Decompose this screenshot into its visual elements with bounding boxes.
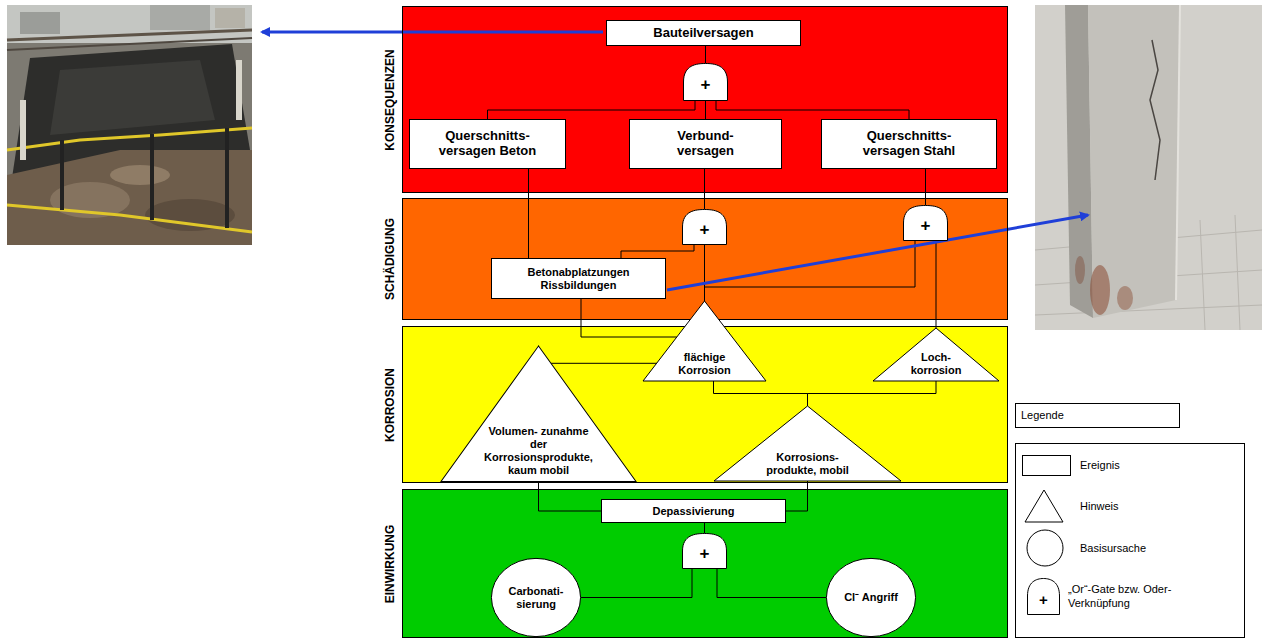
basic-cause-circle: Cl⁻ Angriff	[826, 558, 916, 637]
connector-line	[704, 169, 705, 209]
or-gate-shape	[683, 210, 727, 245]
connector-line	[621, 245, 694, 258]
legend-label: Hinweis	[1080, 499, 1119, 513]
photo-pointer	[262, 31, 603, 34]
or-gate-shape	[684, 63, 728, 100]
event-box: Querschnitts- versagen Stahl	[821, 119, 997, 169]
gate-symbol: +	[700, 221, 710, 238]
triangle-shape	[873, 328, 999, 381]
event-box: Bauteilversagen	[606, 20, 801, 46]
legend-panel	[1016, 444, 1245, 638]
connector-line	[539, 481, 602, 511]
legend-entry: Hinweis	[1080, 499, 1119, 513]
gate-symbol: +	[701, 76, 711, 93]
band-label: SCHÄDIGUNG	[383, 218, 397, 300]
legend-entry: Ereignis	[1080, 458, 1120, 472]
event-label: Verbund- versagen	[650, 129, 762, 159]
hint-triangle: flächige Korrosion	[643, 301, 766, 381]
legend-label: Ereignis	[1080, 458, 1120, 472]
band-label-holder: KORROSION	[380, 327, 400, 482]
category-band: KORROSIONflächige KorrosionLoch- korrosi…	[402, 326, 1008, 483]
connector-line	[925, 169, 926, 205]
or-gate-shape	[683, 534, 727, 569]
collapse-photo	[7, 5, 252, 245]
connector-line	[808, 381, 937, 406]
hint-label: flächige Korrosion	[665, 351, 745, 377]
cause-label: Carbonati- sierung	[500, 585, 572, 611]
or-gate-shape	[904, 206, 948, 241]
gate-symbol: +	[700, 545, 710, 562]
hint-triangle: Loch- korrosion	[873, 328, 999, 381]
legend-entry: Basisursache	[1080, 541, 1146, 555]
band-label-holder: SCHÄDIGUNG	[380, 199, 400, 319]
label-holder: +	[1039, 592, 1048, 607]
circle-shape	[826, 558, 915, 636]
connector-line	[528, 169, 529, 258]
connector-line	[705, 46, 706, 63]
category-band: EINWIRKUNGDepassivierung+Carbonati- sier…	[402, 489, 1008, 638]
event-label: Querschnitts- versagen Stahl	[853, 129, 965, 159]
legend-entry: „Or“-Gate bzw. Oder-Verknüpfung	[1068, 582, 1172, 610]
event-label: Betonabplatzungen Rissbildungen	[504, 266, 654, 291]
event-label: Legende	[1021, 409, 1064, 422]
gate-symbol: +	[921, 217, 931, 234]
gate-symbol-sample: +	[1039, 592, 1048, 607]
connector-line	[717, 569, 826, 598]
band-label-holder: EINWIRKUNG	[380, 490, 400, 637]
basic-cause-circle: Carbonati- sierung	[491, 558, 581, 637]
connector-line	[936, 241, 937, 328]
event-label: Depassivierung	[653, 505, 735, 518]
legend-label: Basisursache	[1080, 541, 1146, 555]
band-label: KORROSION	[383, 367, 397, 441]
connector-line	[716, 101, 909, 119]
connector-line	[705, 101, 706, 119]
band-label: EINWIRKUNG	[383, 524, 397, 603]
event-box: Betonabplatzungen Rissbildungen	[491, 258, 666, 299]
hint-label: Korrosions- produkte, mobil	[760, 451, 855, 477]
column-photo	[1035, 5, 1262, 330]
connector-line	[581, 299, 677, 337]
triangle-shape	[714, 406, 901, 481]
event-label: Querschnitts- versagen Beton	[432, 129, 544, 159]
event-label: Bauteilversagen	[653, 26, 753, 41]
hint-triangle: Korrosions- produkte, mobil	[714, 406, 901, 481]
connector-line	[704, 523, 705, 533]
event-box: Verbund- versagen	[629, 119, 782, 169]
or-gate: +	[682, 209, 727, 245]
legend-label: „Or“-Gate bzw. Oder-Verknüpfung	[1068, 582, 1172, 610]
event-box: Querschnitts- versagen Beton	[409, 119, 566, 169]
circle-shape	[491, 558, 580, 636]
band-label-holder: KONSEQUENZEN	[380, 7, 400, 192]
connector-line	[488, 101, 696, 119]
event-box: Legende	[1015, 403, 1180, 428]
or-gate: +	[682, 533, 727, 569]
triangle-shape	[441, 346, 636, 481]
category-band: KONSEQUENZENBauteilversagen+Querschnitts…	[402, 6, 1008, 193]
connector-line	[581, 569, 692, 598]
band-label: KONSEQUENZEN	[383, 49, 397, 150]
or-gate: +	[683, 63, 728, 101]
photo-pointer	[667, 215, 1088, 290]
connector-line	[714, 381, 808, 406]
triangle-shape	[643, 301, 766, 381]
event-box: Depassivierung	[601, 499, 786, 523]
cause-label: Cl⁻ Angriff	[835, 591, 907, 604]
or-gate: +	[903, 205, 948, 241]
hint-label: Loch- korrosion	[901, 351, 971, 377]
connector-line	[786, 481, 808, 511]
hint-label: Volumen- zunahme der Korrosionsprodukte,…	[480, 425, 598, 477]
hint-triangle: Volumen- zunahme der Korrosionsprodukte,…	[441, 346, 636, 481]
